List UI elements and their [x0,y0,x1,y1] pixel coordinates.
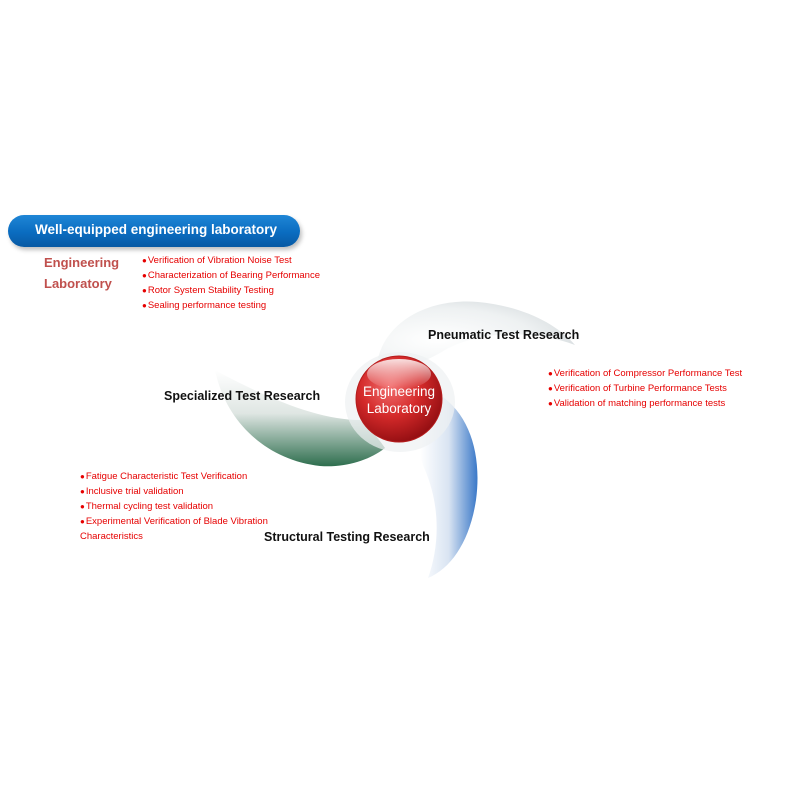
bullet-icon: ● [142,271,147,280]
banner-title: Well-equipped engineering laboratory [35,222,278,237]
banner: Well-equipped engineering laboratory [8,215,300,247]
hub-shine [367,359,431,389]
bullet-icon: ● [142,256,147,265]
top-left-list: ●Verification of Vibration Noise Test ●C… [142,253,320,313]
petal-specialized [215,370,385,467]
bullet-icon: ● [142,301,147,310]
list-item: ●Verification of Compressor Performance … [548,368,743,379]
bullet-icon: ● [142,286,147,295]
list-item: ●Thermal cycling test validation [80,501,214,512]
list-item: ●Verification of Vibration Noise Test [142,255,292,266]
specialized-heading: Specialized Test Research [164,389,321,403]
pneumatic-list: ●Verification of Compressor Performance … [548,366,742,411]
bullet-icon: ● [80,487,85,496]
list-item: ●Verification of Turbine Performance Tes… [548,383,727,394]
bullet-icon: ● [80,502,85,511]
structural-list: ●Fatigue Characteristic Test Verificatio… [80,469,275,544]
list-item: ●Validation of matching performance test… [548,398,726,409]
lab-label: Engineering Laboratory [44,255,120,291]
list-item: ●Inclusive trial validation [80,486,184,497]
hub-label: Engineering Laboratory [362,384,436,416]
structural-heading: Structural Testing Research [264,530,430,544]
list-item: ●Fatigue Characteristic Test Verificatio… [80,471,248,482]
bullet-icon: ● [548,369,553,378]
list-item: ●Rotor System Stability Testing [142,285,274,296]
bullet-icon: ● [80,472,85,481]
petal-pneumatic [378,301,575,366]
list-item: ●Experimental Verification of Blade Vibr… [80,516,268,542]
pneumatic-heading: Pneumatic Test Research [428,328,580,342]
bullet-icon: ● [80,517,85,526]
list-item: ●Sealing performance testing [142,300,267,311]
bullet-icon: ● [548,399,553,408]
bullet-icon: ● [548,384,553,393]
list-item: ●Characterization of Bearing Performance [142,270,320,281]
